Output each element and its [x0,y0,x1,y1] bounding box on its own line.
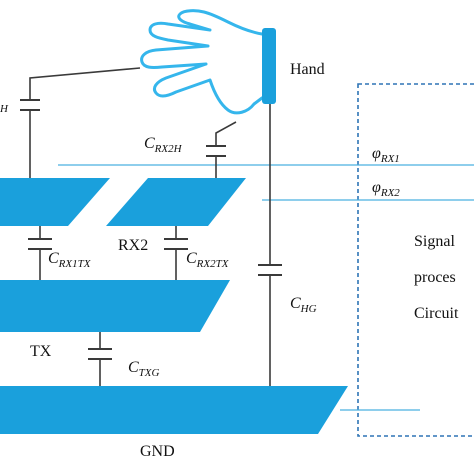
signal-box-line-1: Signal [414,233,455,250]
phi-rx2-label: φRX2 [372,179,400,199]
tx-plate [0,280,230,332]
rx2-label: RX2 [118,237,148,254]
capacitor-hg [258,264,282,276]
rx2-plate [106,178,246,226]
capacitor-plates [20,99,282,360]
capacitor-txg [88,348,112,360]
c-txg-label: CTXG [128,359,160,379]
signal-box-line-3: Circuit [414,305,459,322]
signal-box-line-2: proces [414,269,456,286]
capacitor-rx1tx [28,238,52,250]
c-rx2h-label: CRX2H [144,135,183,155]
gnd-label: GND [140,443,175,460]
c-hg-label: CHG [290,295,317,315]
hand-cuff [262,28,276,104]
gnd-plate [0,386,348,434]
c-rx1tx-label: CRX1TX [48,250,92,270]
tx-label: TX [30,343,52,360]
wire-hand-rx1 [29,67,141,100]
wire-hand-rx2h [215,121,237,146]
partial-h-label: H [0,103,9,115]
signal-processing-box [357,83,474,437]
capacitor-left-h [20,99,40,111]
capacitor-rx2tx [164,238,188,250]
capacitor-rx2h [206,145,226,157]
c-rx2tx-label: CRX2TX [186,250,230,270]
rx1-plate [0,178,110,226]
hand-label: Hand [290,61,325,78]
wires [29,67,271,386]
hand-outline-icon [140,9,264,115]
phi-rx1-label: φRX1 [372,145,400,165]
